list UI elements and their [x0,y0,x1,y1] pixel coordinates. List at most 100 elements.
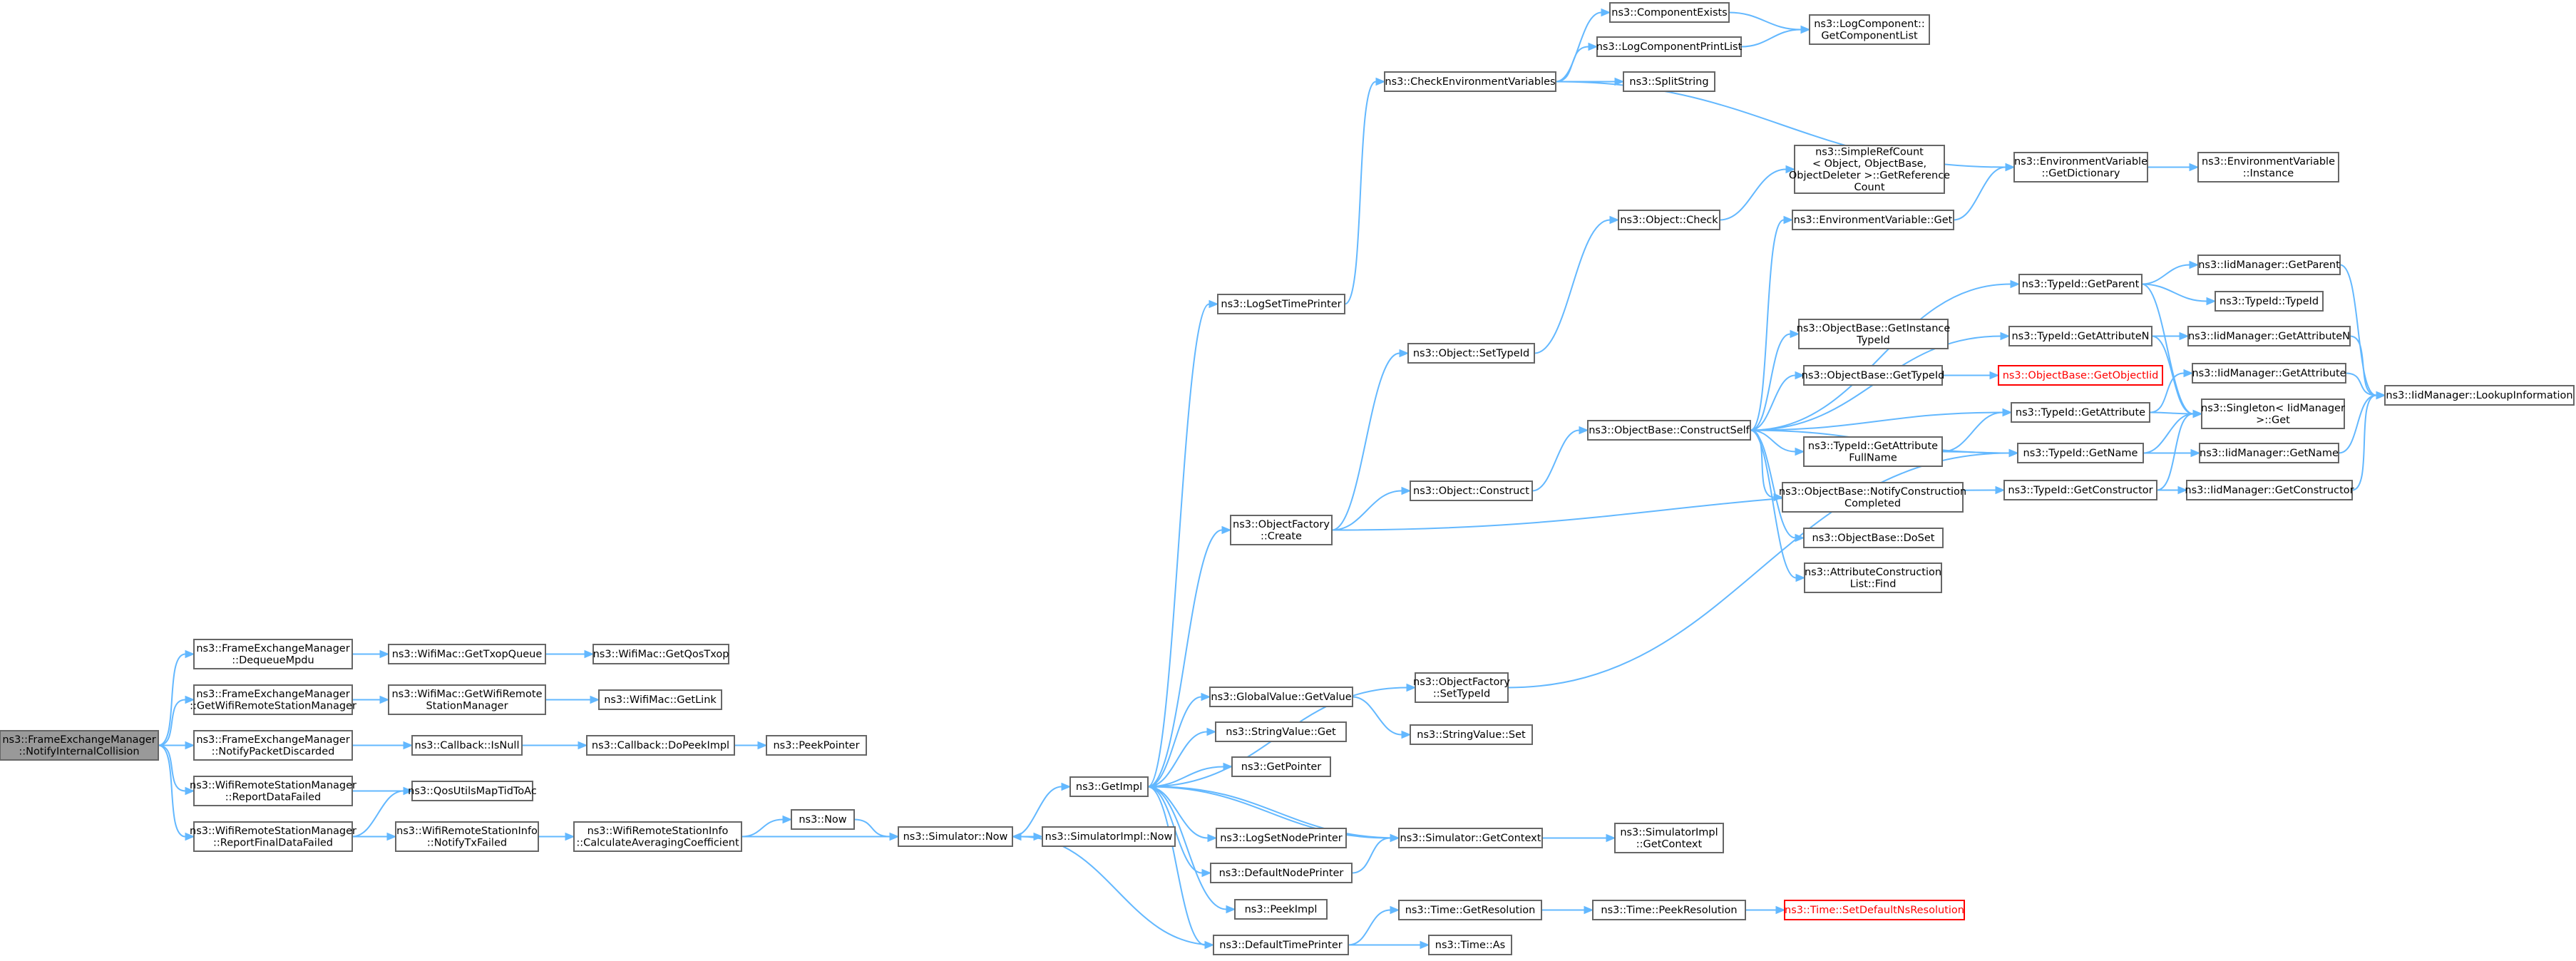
node-envVarGet[interactable]: ns3::EnvironmentVariable::Get [1792,210,1954,230]
edge-getImpl-to-getPointer [1147,762,1233,788]
node-getTxopQueue[interactable]: ns3::WifiMac::GetTxopQueue [388,644,546,664]
node-now[interactable]: ns3::Now [791,809,855,830]
edge-arrowhead [1011,832,1022,841]
node-iidGetName[interactable]: ns3::IidManager::GetName [2199,443,2339,463]
node-macGetWifiRemote[interactable]: ns3::WifiMac::GetWifiRemoteStationManage… [388,684,546,715]
node-box [388,684,546,715]
node-objFactorySetTypeId[interactable]: ns3::ObjectFactory::SetTypeId [1413,672,1510,703]
node-objectSetTypeId[interactable]: ns3::Object::SetTypeId [1407,343,1535,364]
node-root[interactable]: ns3::FrameExchangeManager::NotifyInterna… [0,730,159,761]
node-implNow[interactable]: ns3::SimulatorImpl::Now [1042,826,1176,847]
node-simImplGetContext[interactable]: ns3::SimulatorImpl::GetContext [1614,823,1724,853]
node-getPointer[interactable]: ns3::GetPointer [1231,756,1331,777]
node-label: ::GetWifiRemoteStationManager [190,700,356,711]
node-doSet[interactable]: ns3::ObjectBase::DoSet [1803,528,1944,548]
node-iidGetParent[interactable]: ns3::IidManager::GetParent [2197,255,2341,275]
node-typeIdGetParent[interactable]: ns3::TypeId::GetParent [2018,274,2143,294]
node-objBaseGetTypeId[interactable]: ns3::ObjectBase::GetTypeId [1802,365,1945,386]
node-typeIdGetAttributeN[interactable]: ns3::TypeId::GetAttributeN [2008,326,2152,346]
node-label: ns3::IidManager::GetAttributeN [2188,331,2350,342]
node-timeGetResolution[interactable]: ns3::Time::GetResolution [1398,900,1542,920]
node-iidGetConstructor[interactable]: ns3::IidManager::GetConstructor [2185,480,2354,500]
node-typeIdGetConstructor[interactable]: ns3::TypeId::GetConstructor [2003,480,2157,500]
node-getWifiRemote[interactable]: ns3::FrameExchangeManager::GetWifiRemote… [190,684,356,715]
node-box [2199,443,2339,463]
node-getQosTxop[interactable]: ns3::WifiMac::GetQosTxop [592,644,729,664]
node-notifyPacketDiscarded[interactable]: ns3::FrameExchangeManager::NotifyPacketD… [193,730,353,761]
edge-arrowhead [403,786,414,796]
node-logSetTimePrinter[interactable]: ns3::LogSetTimePrinter [1217,294,1345,314]
node-defaultNodePrinter[interactable]: ns3::DefaultNodePrinter [1210,863,1353,883]
node-stringValueGet[interactable]: ns3::StringValue::Get [1215,721,1347,742]
node-simGetContext[interactable]: ns3::Simulator::GetContext [1398,828,1543,848]
edge-layer [158,8,2386,950]
node-peekPointer[interactable]: ns3::PeekPointer [766,735,867,756]
edge-defaultNodePrinter-to-simGetContext [1351,833,1400,874]
node-globalValueGet[interactable]: ns3::GlobalValue::GetValue [1209,687,1353,707]
node-label: ObjectDeleter >::GetReference [1789,170,1950,181]
node-iidLookupInformation[interactable]: ns3::IidManager::LookupInformation [2384,385,2575,406]
node-typeIdGetAttribute[interactable]: ns3::TypeId::GetAttribute [2011,402,2150,423]
node-isNull[interactable]: ns3::Callback::IsNull [411,735,523,756]
node-dequeueMpdu[interactable]: ns3::FrameExchangeManager::DequeueMpdu [193,639,353,669]
node-singletonGet[interactable]: ns3::Singleton< IidManager>::Get [2201,399,2345,429]
node-notifyConstructionCompleted[interactable]: ns3::ObjectBase::NotifyConstructionCompl… [1779,482,1966,513]
node-box [1803,528,1944,548]
node-typeIdTypeId[interactable]: ns3::TypeId::TypeId [2215,291,2324,312]
edge-arrowhead [1201,692,1211,702]
node-logComponentPrintList[interactable]: ns3::LogComponentPrintList [1596,36,1743,57]
node-setDefaultNsResolution[interactable]: ns3::Time::SetDefaultNsResolution [1784,900,1965,920]
node-timePeekResolution[interactable]: ns3::Time::PeekResolution [1592,900,1746,920]
node-objectConstruct[interactable]: ns3::Object::Construct [1410,480,1533,501]
edge-typeIdGetParent-to-iidGetParent [2141,260,2200,285]
edge-line [158,744,186,838]
node-box [1803,436,1943,467]
edge-calcAvg-to-now [741,815,793,838]
node-typeIdGetName[interactable]: ns3::TypeId::GetName [2017,443,2144,463]
node-label: ns3::Time::SetDefaultNsResolution [1785,905,1964,916]
node-label: ::GetContext [1636,838,1703,850]
edge-line [1147,529,1223,788]
node-objBaseGetObjectIid[interactable]: ns3::ObjectBase::GetObjectIid [1998,365,2163,386]
node-peekImpl[interactable]: ns3::PeekImpl [1234,899,1328,920]
node-envVarGetDictionary[interactable]: ns3::EnvironmentVariable::GetDictionary [2013,152,2148,183]
edge-arrowhead [1579,426,1589,435]
node-reportDataFailed[interactable]: ns3::WifiRemoteStationManager::ReportDat… [190,776,356,806]
node-getLink[interactable]: ns3::WifiMac::GetLink [598,689,722,710]
node-defaultTimePrinter[interactable]: ns3::DefaultTimePrinter [1213,935,1349,955]
node-reportFinalDataFailed[interactable]: ns3::WifiRemoteStationManager::ReportFin… [190,821,356,852]
node-label: ns3::EnvironmentVariable [2014,156,2147,168]
node-label: ns3::WifiRemoteStationInfo [587,826,729,837]
node-timeAs[interactable]: ns3::Time::As [1428,935,1512,955]
node-simpleRefCount[interactable]: ns3::SimpleRefCount< Object, ObjectBase,… [1789,145,1950,194]
node-componentExists[interactable]: ns3::ComponentExists [1609,2,1730,23]
node-notifyTxFailed[interactable]: ns3::WifiRemoteStationInfo::NotifyTxFail… [395,821,539,852]
node-iidGetAttributeN[interactable]: ns3::IidManager::GetAttributeN [2187,326,2351,346]
node-simNow[interactable]: ns3::Simulator::Now [898,826,1013,847]
node-getComponentList[interactable]: ns3::LogComponent::GetComponentList [1809,14,1930,45]
node-iidGetAttribute[interactable]: ns3::IidManager::GetAttribute [2192,363,2346,384]
node-calcAvg[interactable]: ns3::WifiRemoteStationInfo::CalculateAve… [573,821,742,852]
node-label: ns3::TypeId::TypeId [2220,296,2319,307]
node-logSetNodePrinter[interactable]: ns3::LogSetNodePrinter [1216,828,1347,848]
node-getImpl[interactable]: ns3::GetImpl [1069,776,1149,797]
node-constructSelf[interactable]: ns3::ObjectBase::ConstructSelf [1587,420,1751,441]
node-qosUtils[interactable]: ns3::QosUtilsMapTidToAc [408,781,537,801]
node-box [1614,823,1724,853]
node-objFactoryCreate[interactable]: ns3::ObjectFactory::Create [1230,515,1333,545]
node-splitString[interactable]: ns3::SplitString [1623,71,1715,92]
node-box [1216,828,1347,848]
node-doPeekImpl[interactable]: ns3::Callback::DoPeekImpl [586,735,735,756]
node-objectCheck[interactable]: ns3::Object::Check [1618,210,1720,230]
node-envVarInstance[interactable]: ns3::EnvironmentVariable::Instance [2197,152,2339,183]
node-checkEnv[interactable]: ns3::CheckEnvironmentVariables [1384,71,1556,92]
node-box [2215,291,2324,312]
node-label: ns3::IidManager::GetName [2200,448,2339,459]
node-label: ns3::GlobalValue::GetValue [1211,692,1351,703]
edge-checkEnv-to-componentExists [1555,8,1611,83]
node-stringValueSet[interactable]: ns3::StringValue::Set [1410,724,1533,745]
node-label: ns3::WifiMac::GetLink [604,694,717,706]
